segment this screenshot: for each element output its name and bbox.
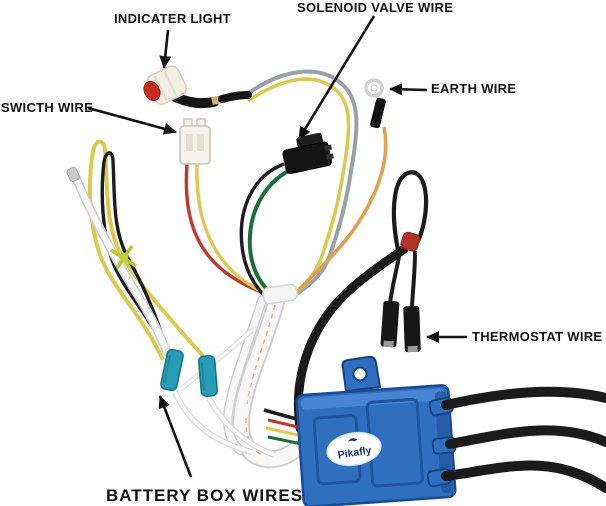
- loop-black-wire: [100, 151, 173, 363]
- indicator-red-lens: [143, 80, 161, 102]
- label-earth-wire: EARTH WIRE: [431, 81, 517, 96]
- arrow-switch-wire: [87, 106, 177, 135]
- thermostat-connector-left-tip: [383, 340, 394, 348]
- box-wire-black: [263, 408, 301, 422]
- black-wire-solenoid: [239, 162, 285, 301]
- output-cable-3: [441, 460, 606, 493]
- indicator-light-component: [143, 65, 252, 109]
- box-top-bevel: [300, 388, 445, 410]
- label-switch-wire: SWICTH WIRE: [1, 100, 94, 115]
- arrow-indicator-light: [159, 29, 172, 69]
- earth-ring-hole: [370, 84, 378, 92]
- bundle-fill: [234, 288, 302, 467]
- arrow-battery-box-wires: [158, 395, 193, 478]
- crimp-tip: [66, 166, 80, 182]
- bundle-thread: [245, 304, 276, 456]
- battery-connector-left-ridge: [163, 355, 171, 383]
- battery-box-wire-loop: [66, 139, 205, 363]
- thermostat-connector-right-tip: [407, 345, 418, 353]
- thermostat-lead-right: [410, 250, 417, 307]
- indicator-ridge-2: [163, 70, 178, 97]
- bundle-wrap: [262, 283, 298, 305]
- tie-knot: [119, 252, 129, 262]
- hanging-tab: [341, 355, 382, 393]
- thermostat-assembly: [380, 170, 429, 353]
- bundle2-fill: [224, 296, 266, 454]
- label-indicator-light: INDICATER LIGHT: [114, 11, 231, 26]
- red-tie: [400, 231, 421, 252]
- battery-connector-left: [160, 348, 184, 392]
- battery-spade-connectors: [160, 348, 219, 398]
- bird-icon: [347, 438, 358, 442]
- annotation-arrows: [87, 15, 467, 478]
- green-twist-tie: [110, 244, 137, 270]
- indicator-ridge-1: [153, 75, 168, 101]
- box-input-wires: [263, 408, 303, 446]
- left-sheath-fill: [73, 175, 170, 355]
- solenoid-terminal-2: [325, 153, 334, 160]
- indicator-sleeve-2: [218, 91, 252, 103]
- earth-heatshrink: [370, 97, 386, 129]
- switch-connector-slot-1: [186, 134, 193, 151]
- box-wire-red: [267, 418, 303, 430]
- thermostat-lead-left: [388, 251, 402, 304]
- label-thermostat-wire: THERMOSTAT WIRE: [472, 329, 603, 344]
- switch-connector-body: [179, 125, 211, 165]
- white-sheath-bundle: [223, 283, 304, 469]
- tab-hole: [352, 366, 368, 382]
- green-wire: [247, 168, 291, 298]
- output-cables: [441, 386, 606, 493]
- white-wire-2-fill: [207, 397, 276, 457]
- harness-wires: [184, 69, 388, 304]
- switch-connector-slot-2: [197, 134, 204, 151]
- brand-logo: Pikafly: [326, 431, 382, 467]
- control-box: Pikafly: [295, 355, 606, 506]
- battery-connector-right: [197, 354, 219, 398]
- output-cable-1: [441, 386, 606, 410]
- white-wire-1-fill: [173, 391, 253, 454]
- solenoid-connector: [282, 132, 334, 175]
- brand-text: Pikafly: [337, 444, 372, 461]
- solenoid-terminal-1: [324, 144, 332, 151]
- brand-logo-oval: [326, 431, 382, 467]
- red-wire: [184, 163, 276, 300]
- thermostat-thick-cable: [293, 244, 409, 433]
- label-battery-box-wires: BATTERY BOX WIRES: [106, 486, 304, 505]
- switch-connector: [179, 118, 211, 165]
- earth-ring-terminal: [364, 78, 386, 129]
- output-cable-2: [445, 425, 606, 449]
- solenoid-connector-body: [282, 141, 332, 175]
- yellow-wire-top: [246, 77, 351, 302]
- orange-wire: [291, 126, 388, 298]
- thermostat-connector-right: [403, 305, 421, 353]
- label-solenoid-valve-wire: SOLENOID VALVE WIRE: [297, 0, 454, 15]
- thermostat-connector-left: [380, 300, 400, 348]
- arrow-solenoid-valve-wire: [297, 15, 376, 140]
- box-wire-green: [267, 435, 303, 446]
- box-wire-yellow: [265, 426, 303, 438]
- arrow-earth-wire: [389, 83, 428, 96]
- battery-connector-right-ridge: [200, 362, 206, 391]
